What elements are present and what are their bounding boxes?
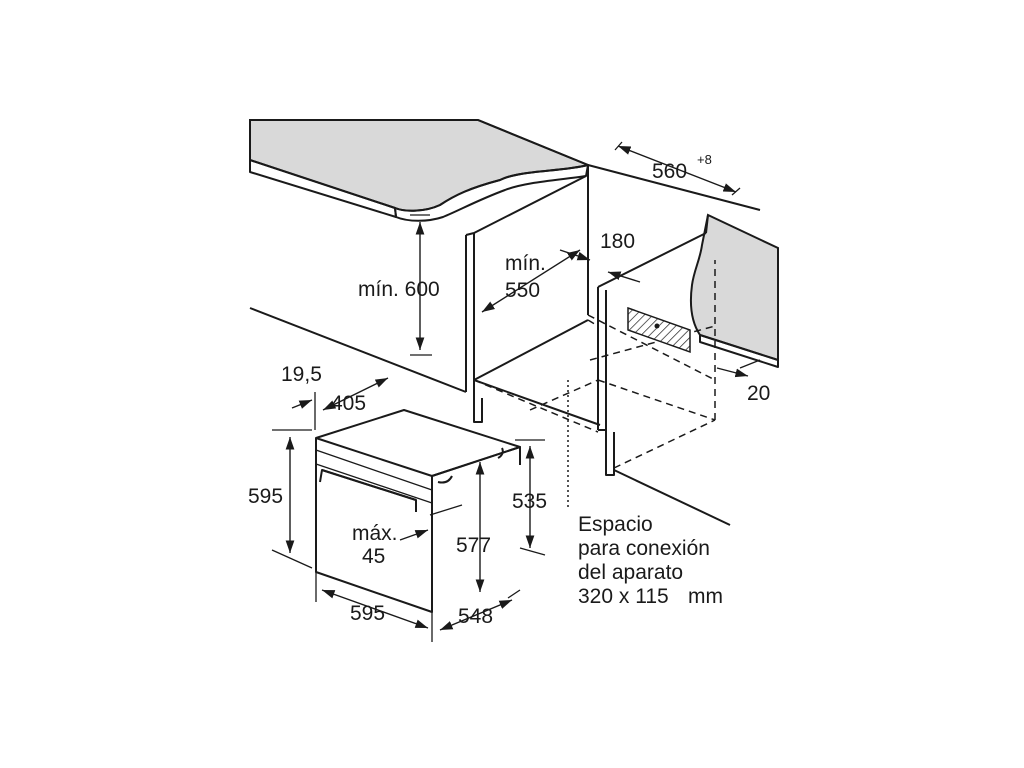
label-min: mín. [505, 252, 546, 275]
oven [315, 409, 521, 613]
label-560: 560 [652, 160, 687, 183]
label-405: 405 [331, 392, 366, 415]
note-unit: mm [688, 585, 723, 608]
note-line-4: 320 x 115 [578, 585, 669, 608]
connection-note: Espacio para conexión del aparato 320 x … [578, 513, 723, 608]
cabinet-niche [249, 119, 761, 526]
note-line-2: para conexión [578, 537, 710, 560]
label-560-tolerance: +8 [697, 152, 712, 167]
label-548: 548 [458, 605, 493, 628]
label-595-height: 595 [248, 485, 283, 508]
label-20: 20 [747, 382, 770, 405]
label-min-600: mín. 600 [358, 278, 440, 301]
label-19-5: 19,5 [281, 363, 322, 386]
note-line-3: del aparato [578, 561, 683, 584]
dimension-lines [271, 141, 761, 642]
right-worktop [690, 213, 779, 368]
label-180: 180 [600, 230, 635, 253]
label-535: 535 [512, 490, 547, 513]
label-577: 577 [456, 534, 491, 557]
note-line-1: Espacio [578, 513, 653, 536]
label-max: máx. [352, 522, 398, 545]
label-45: 45 [362, 545, 385, 568]
dimension-labels: mín. 600 mín. 550 180 560 +8 20 19,5 405… [248, 152, 770, 628]
left-worktop [249, 119, 592, 222]
label-550: 550 [505, 279, 540, 302]
label-595-width: 595 [350, 602, 385, 625]
